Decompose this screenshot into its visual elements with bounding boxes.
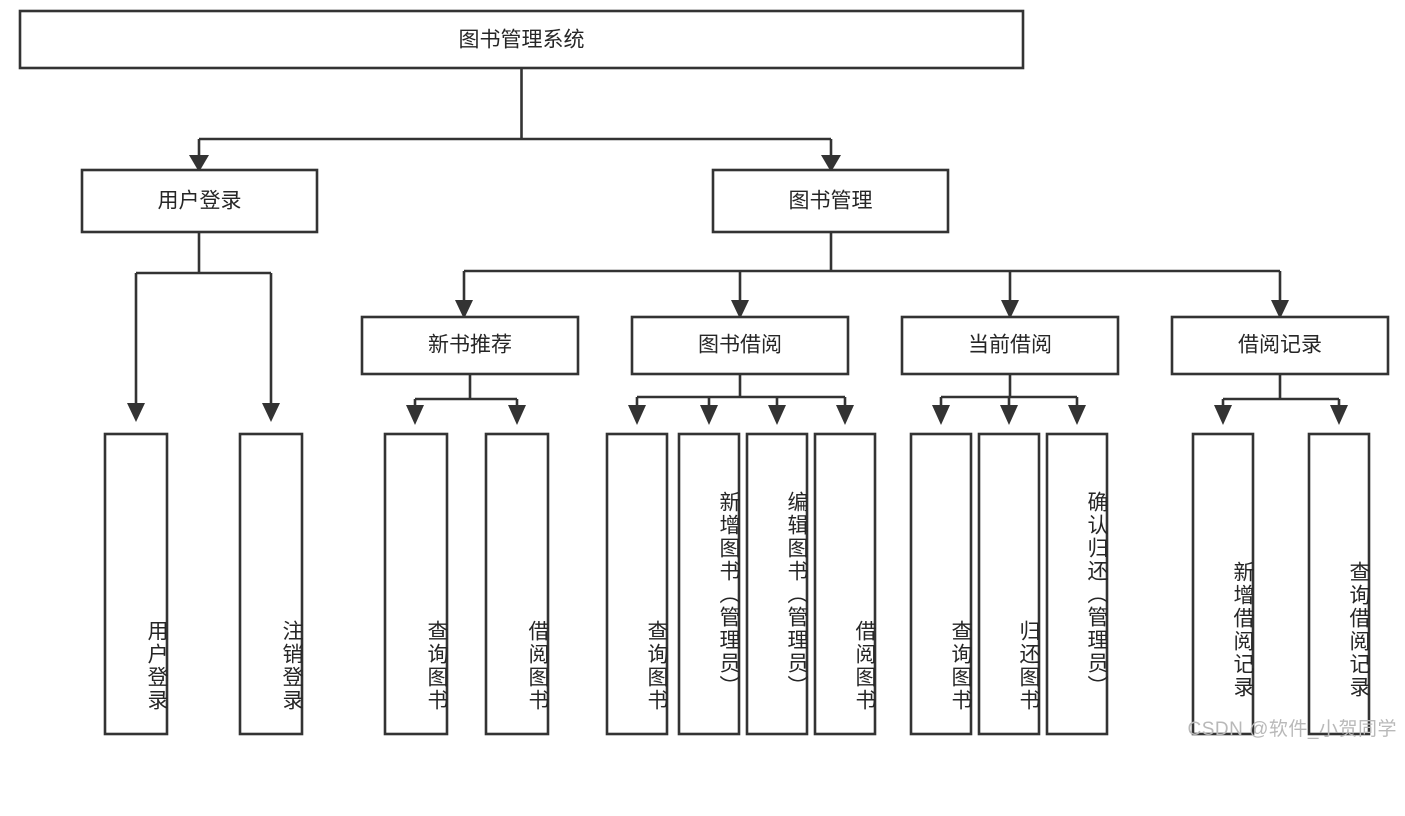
arrowhead-bb-leaf-2	[700, 405, 718, 425]
leaf-box-query-book-1[interactable]	[383, 432, 449, 736]
arrowhead-borrow-record	[1271, 300, 1289, 319]
node-book-borrow-label: 图书借阅	[698, 334, 782, 357]
arrowhead-current-borrow	[1001, 300, 1019, 319]
node-book-manage[interactable]: 图书管理	[711, 168, 950, 234]
leaf-box-add-record[interactable]	[1191, 432, 1255, 736]
connector-group	[127, 68, 1348, 425]
leaf-box-confirm-return[interactable]	[1045, 432, 1109, 736]
flowchart-diagram: 图书管理系统 用户登录 图书管理 新书推荐 图书借阅 当前借阅 借阅记录	[18, 9, 1397, 740]
leaf-box-return-book[interactable]	[977, 432, 1041, 736]
arrowhead-new-book-recommend	[455, 300, 473, 319]
arrowhead-cb-leaf-2	[1000, 405, 1018, 425]
arrowhead-user-login	[189, 155, 209, 172]
leaf-box-borrow-book-1[interactable]	[484, 432, 550, 736]
node-new-book-recommend-box[interactable]	[360, 315, 580, 376]
leaf-box-user-login[interactable]	[103, 432, 169, 736]
leaf-box-add-book[interactable]	[677, 432, 741, 736]
arrowhead-leaf-logout	[262, 403, 280, 422]
node-current-borrow-box[interactable]	[900, 315, 1120, 376]
node-current-borrow[interactable]: 当前借阅	[900, 315, 1120, 376]
leaf-box-query-book-3[interactable]	[909, 432, 973, 736]
node-borrow-record-box[interactable]	[1170, 315, 1390, 376]
leaf-box-query-book-2[interactable]	[605, 432, 669, 736]
node-book-borrow[interactable]: 图书借阅	[630, 315, 850, 376]
leaf-box-query-record[interactable]	[1307, 432, 1371, 736]
node-root-box[interactable]	[18, 9, 1025, 70]
arrowhead-cb-leaf-3	[1068, 405, 1086, 425]
arrowhead-bb-leaf-4	[836, 405, 854, 425]
arrowhead-book-manage	[821, 155, 841, 172]
arrowhead-cb-leaf-1	[932, 405, 950, 425]
node-new-book-recommend-label: 新书推荐	[428, 334, 512, 357]
arrowhead-book-borrow	[731, 300, 749, 319]
node-root-label: 图书管理系统	[459, 29, 585, 52]
arrowhead-bb-leaf-1	[628, 405, 646, 425]
leaf-box-borrow-book-2[interactable]	[813, 432, 877, 736]
node-book-manage-box[interactable]	[711, 168, 950, 234]
node-borrow-record-label: 借阅记录	[1238, 334, 1322, 357]
node-root[interactable]: 图书管理系统	[18, 9, 1025, 70]
node-book-manage-label: 图书管理	[789, 190, 873, 213]
flowchart-canvas: 图书管理系统 用户登录 图书管理 新书推荐 图书借阅 当前借阅 借阅记录	[18, 9, 1390, 736]
node-borrow-record[interactable]: 借阅记录	[1170, 315, 1390, 376]
arrowhead-br-leaf-1	[1214, 405, 1232, 425]
leaf-box-logout[interactable]	[238, 432, 304, 736]
arrowhead-nbr-leaf-1	[406, 405, 424, 425]
csdn-watermark: CSDN @软件_小贺同学	[1187, 719, 1397, 740]
arrowhead-nbr-leaf-2	[508, 405, 526, 425]
node-user-login-box[interactable]	[80, 168, 319, 234]
node-user-login-label: 用户登录	[158, 190, 242, 213]
node-user-login[interactable]: 用户登录	[80, 168, 319, 234]
arrowhead-br-leaf-2	[1330, 405, 1348, 425]
arrowhead-leaf-user-login	[127, 403, 145, 422]
arrowhead-bb-leaf-3	[768, 405, 786, 425]
node-book-borrow-box[interactable]	[630, 315, 850, 376]
leaf-box-edit-book[interactable]	[745, 432, 809, 736]
node-new-book-recommend[interactable]: 新书推荐	[360, 315, 580, 376]
node-current-borrow-label: 当前借阅	[968, 334, 1052, 357]
